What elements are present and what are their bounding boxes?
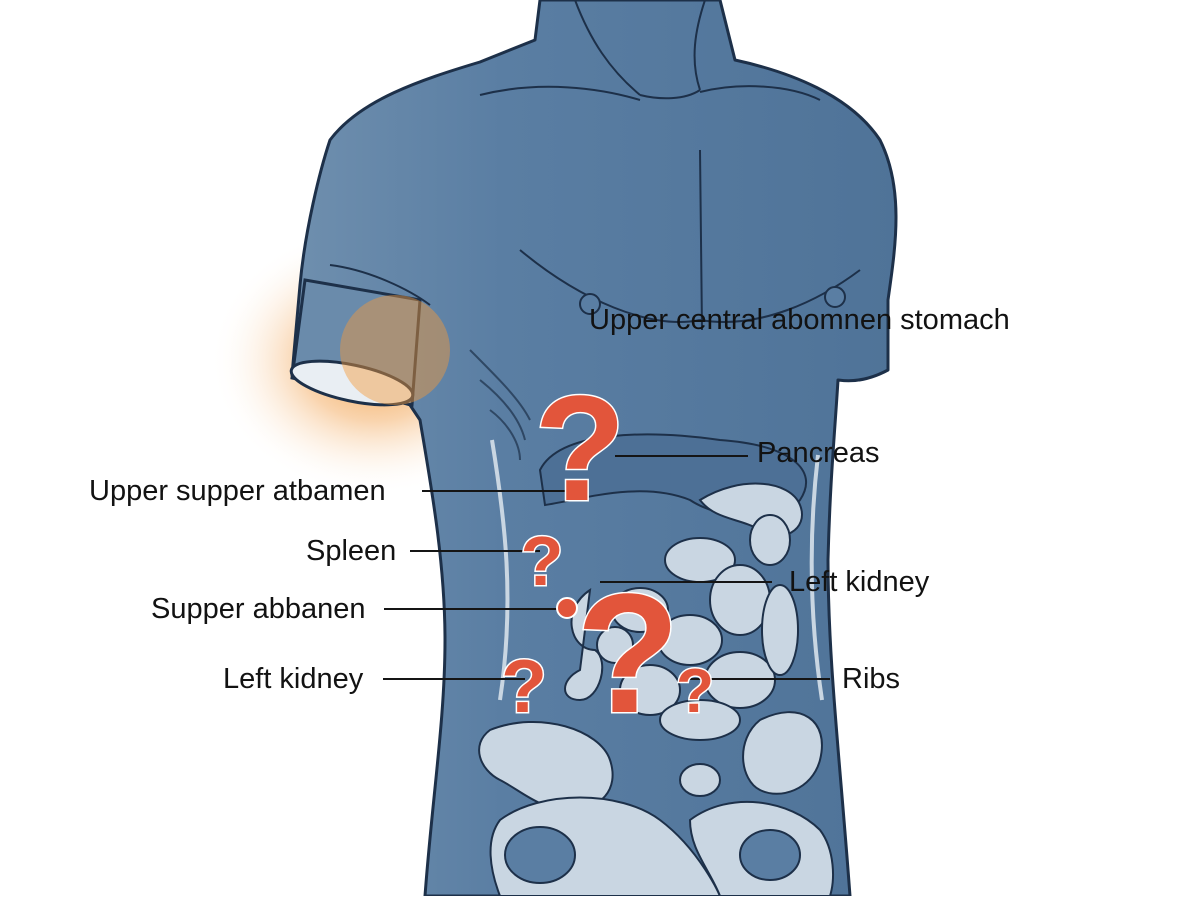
nipple-right <box>824 286 846 308</box>
question-mark-ribs: ? <box>676 657 714 726</box>
arm-opening <box>289 359 415 407</box>
rib-hints <box>469 349 531 461</box>
rib-curve-left <box>490 439 510 701</box>
leader-lines <box>383 455 830 680</box>
chest-lines <box>519 149 861 331</box>
nipple-left <box>579 293 601 315</box>
question-mark-spleen: ? <box>521 522 564 600</box>
neck-lines <box>574 0 706 100</box>
armpit-line <box>329 264 431 306</box>
label-ribs: Ribs <box>842 663 901 695</box>
pelvis <box>478 711 834 897</box>
question-mark-large-upper: ? <box>534 364 626 532</box>
rib-curve-right <box>809 454 824 701</box>
label-upper-supper: Upper supper atbamen <box>89 475 386 507</box>
question-mark-large-center: ? <box>576 559 680 749</box>
label-left-kidney-left: Left kidney <box>223 663 364 695</box>
question-mark-kidney: ? <box>501 644 547 728</box>
marker-dot-supper <box>556 597 578 619</box>
label-left-kidney-right: Left kidney <box>789 566 930 598</box>
collarbones <box>479 85 821 101</box>
label-spleen: Spleen <box>306 535 397 567</box>
pain-glow-core <box>340 295 450 405</box>
label-supper-abbanen: Supper abbanen <box>151 593 366 625</box>
label-pancreas: Pancreas <box>757 437 880 469</box>
label-upper-central-stomach: Upper central abomnen stomach <box>589 304 1010 336</box>
